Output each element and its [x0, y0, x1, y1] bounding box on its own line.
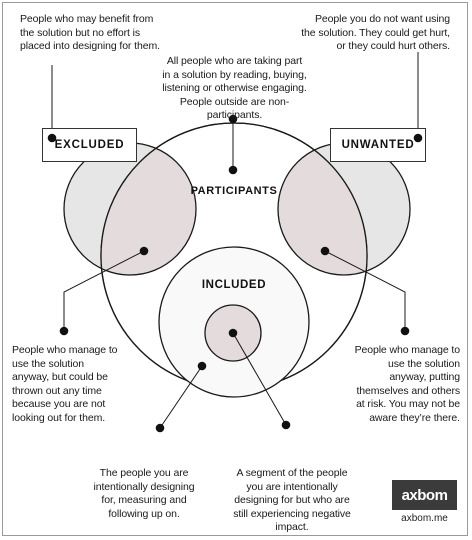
right-overlap-end-dot: [400, 326, 410, 336]
unwanted-note: People you do not want using the solutio…: [301, 13, 450, 52]
right-overlap-note: People who manage to use the solution an…: [354, 344, 461, 424]
excluded-note: People who may benefit from the solution…: [20, 13, 160, 52]
right-overlap-leader: [324, 250, 406, 331]
inner-dot: [228, 328, 238, 338]
axbom-logo: axbom axbom.me: [392, 480, 457, 526]
inner-leader: [232, 332, 287, 426]
participants-label: PARTICIPANTS: [190, 185, 278, 197]
included-end-dot: [155, 423, 165, 433]
logo-mark: axbom: [392, 480, 457, 510]
inner-note: A segment of the people you are intentio…: [233, 467, 351, 533]
left-overlap-end-dot: [59, 326, 69, 336]
unwanted-label: UNWANTED: [330, 128, 426, 162]
inner-end-dot: [281, 420, 291, 430]
right-overlap-dot: [320, 246, 330, 256]
participants-top-dot: [228, 114, 238, 124]
diagram-frame: [2, 2, 468, 536]
logo-url: axbom.me: [401, 513, 448, 524]
excluded-label: EXCLUDED: [42, 128, 137, 162]
participants-note: All people who are taking part in a solu…: [162, 55, 307, 121]
included-label: INCLUDED: [201, 279, 267, 291]
included-leader: [159, 365, 203, 429]
included-dot: [197, 361, 207, 371]
participants-dot: [228, 165, 238, 175]
left-overlap-note: People who manage to use the solution an…: [12, 344, 118, 424]
left-overlap-dot: [139, 246, 149, 256]
included-note: The people you are intentionally designi…: [93, 467, 195, 520]
left-overlap-leader: [63, 250, 145, 331]
